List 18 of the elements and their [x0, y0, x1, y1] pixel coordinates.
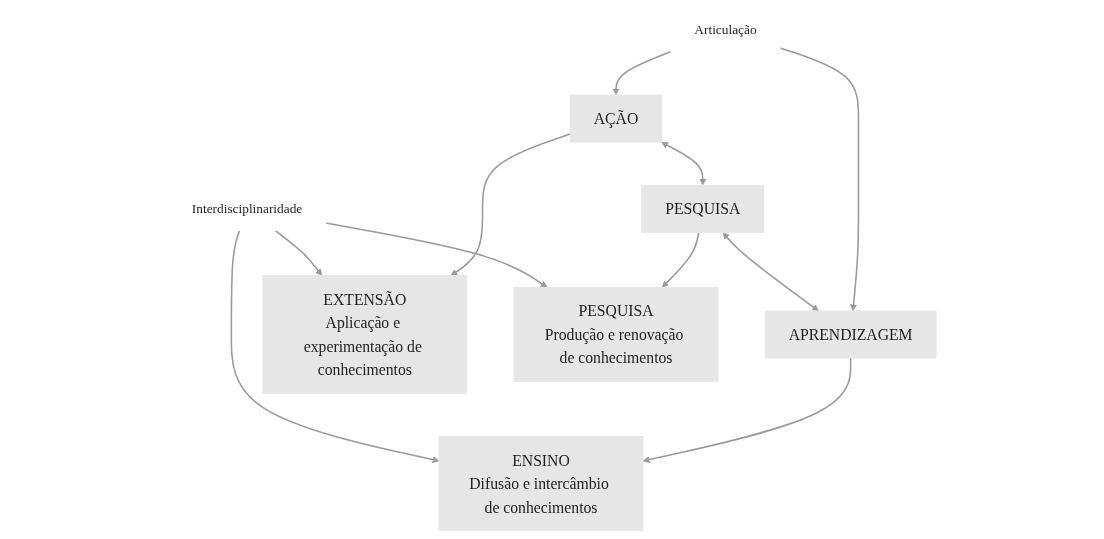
arrow — [230, 229, 440, 463]
node-box: PESQUISA — [641, 184, 765, 233]
arrow — [642, 357, 852, 463]
node-box: APRENDIZAGEM — [764, 310, 937, 359]
node-text: Interdisciplinaridade — [191, 201, 303, 217]
node-box: EXTENSÃO Aplicação e experimentação de conhecimentos — [262, 275, 468, 394]
arrow — [324, 222, 548, 288]
arrow — [450, 133, 571, 276]
node-box: ENSINO Difusão e intercâmbio de conhecimentos — [438, 436, 644, 532]
node-text: Articulação — [694, 22, 757, 38]
arrow — [661, 141, 707, 186]
arrow — [779, 47, 860, 312]
node-box: PESQUISA Produção e renovação de conhecimentos — [513, 286, 719, 382]
arrow — [274, 229, 322, 276]
node-box: AÇÃO — [569, 94, 662, 143]
arrow — [722, 232, 819, 312]
arrow — [661, 231, 700, 288]
arrow — [612, 50, 672, 96]
